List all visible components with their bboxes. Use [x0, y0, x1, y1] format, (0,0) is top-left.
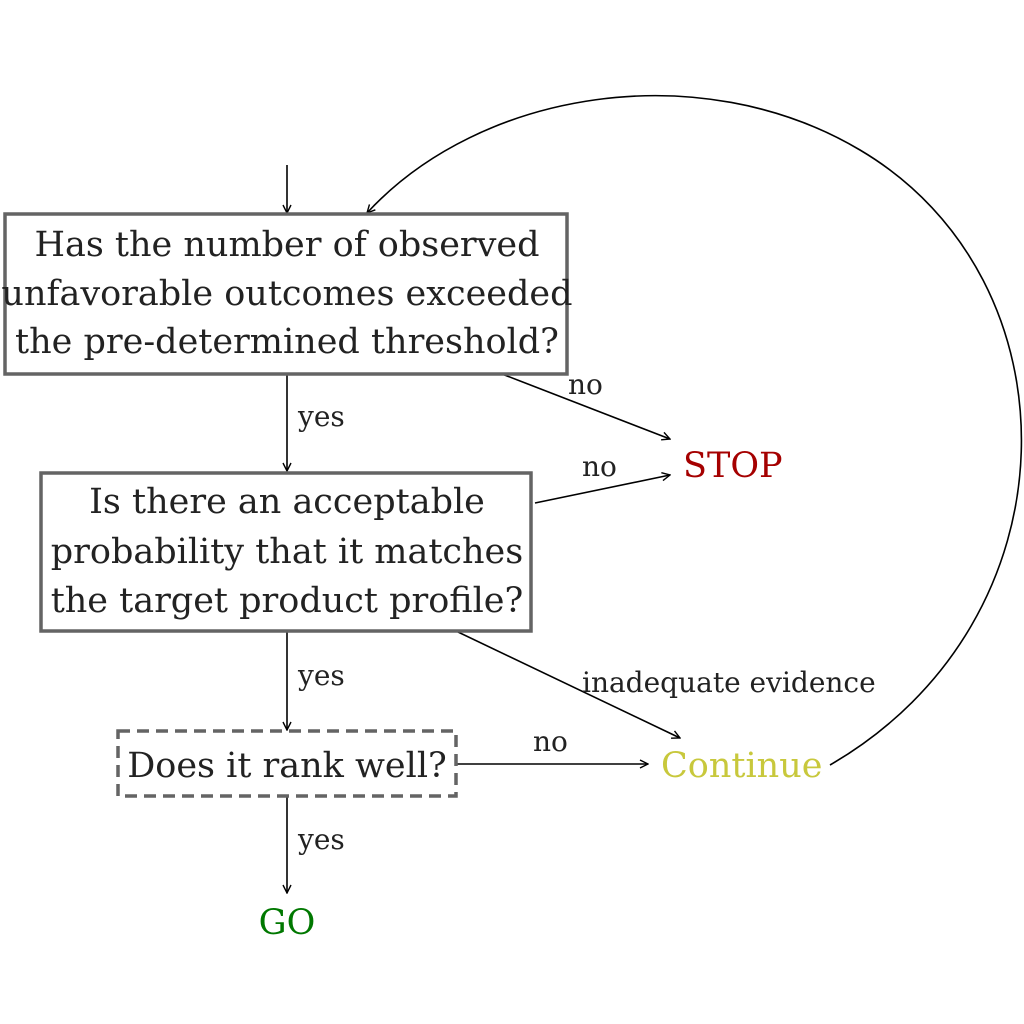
threshold-question-line-2: unfavorable outcomes exceeded	[1, 274, 572, 314]
rank-question-text: Does it rank well?	[127, 746, 447, 786]
probability-question-line-1: Is there an acceptable	[89, 482, 485, 522]
edge-label-q1-no: no	[568, 368, 603, 401]
probability-question-line-2: probability that it matches	[51, 532, 523, 572]
edge-label-q3-yes: yes	[297, 823, 345, 856]
edge-label-q3-no: no	[533, 725, 568, 758]
terminal-go: GO	[259, 903, 316, 943]
edge-label-q2-yes: yes	[297, 659, 345, 692]
question-box-probability	[39, 471, 533, 633]
terminal-stop: STOP	[683, 446, 783, 486]
edge-q1-no	[501, 373, 670, 439]
threshold-question-line-1: Has the number of observed	[34, 225, 539, 265]
question-box-threshold	[3, 212, 569, 376]
terminal-continue: Continue	[661, 746, 822, 786]
edge-label-q2-inadequate: inadequate evidence	[582, 666, 876, 699]
edge-label-q1-yes: yes	[297, 400, 345, 433]
edge-label-q2-no: no	[582, 450, 617, 483]
question-box-rank	[116, 729, 458, 798]
probability-question-line-3: the target product profile?	[51, 581, 524, 621]
edge-q2-no	[534, 475, 670, 504]
edge-q2-inadequate	[457, 631, 680, 738]
loop-back-arrow	[367, 94, 1023, 766]
threshold-question-line-3: the pre-determined threshold?	[15, 322, 559, 362]
